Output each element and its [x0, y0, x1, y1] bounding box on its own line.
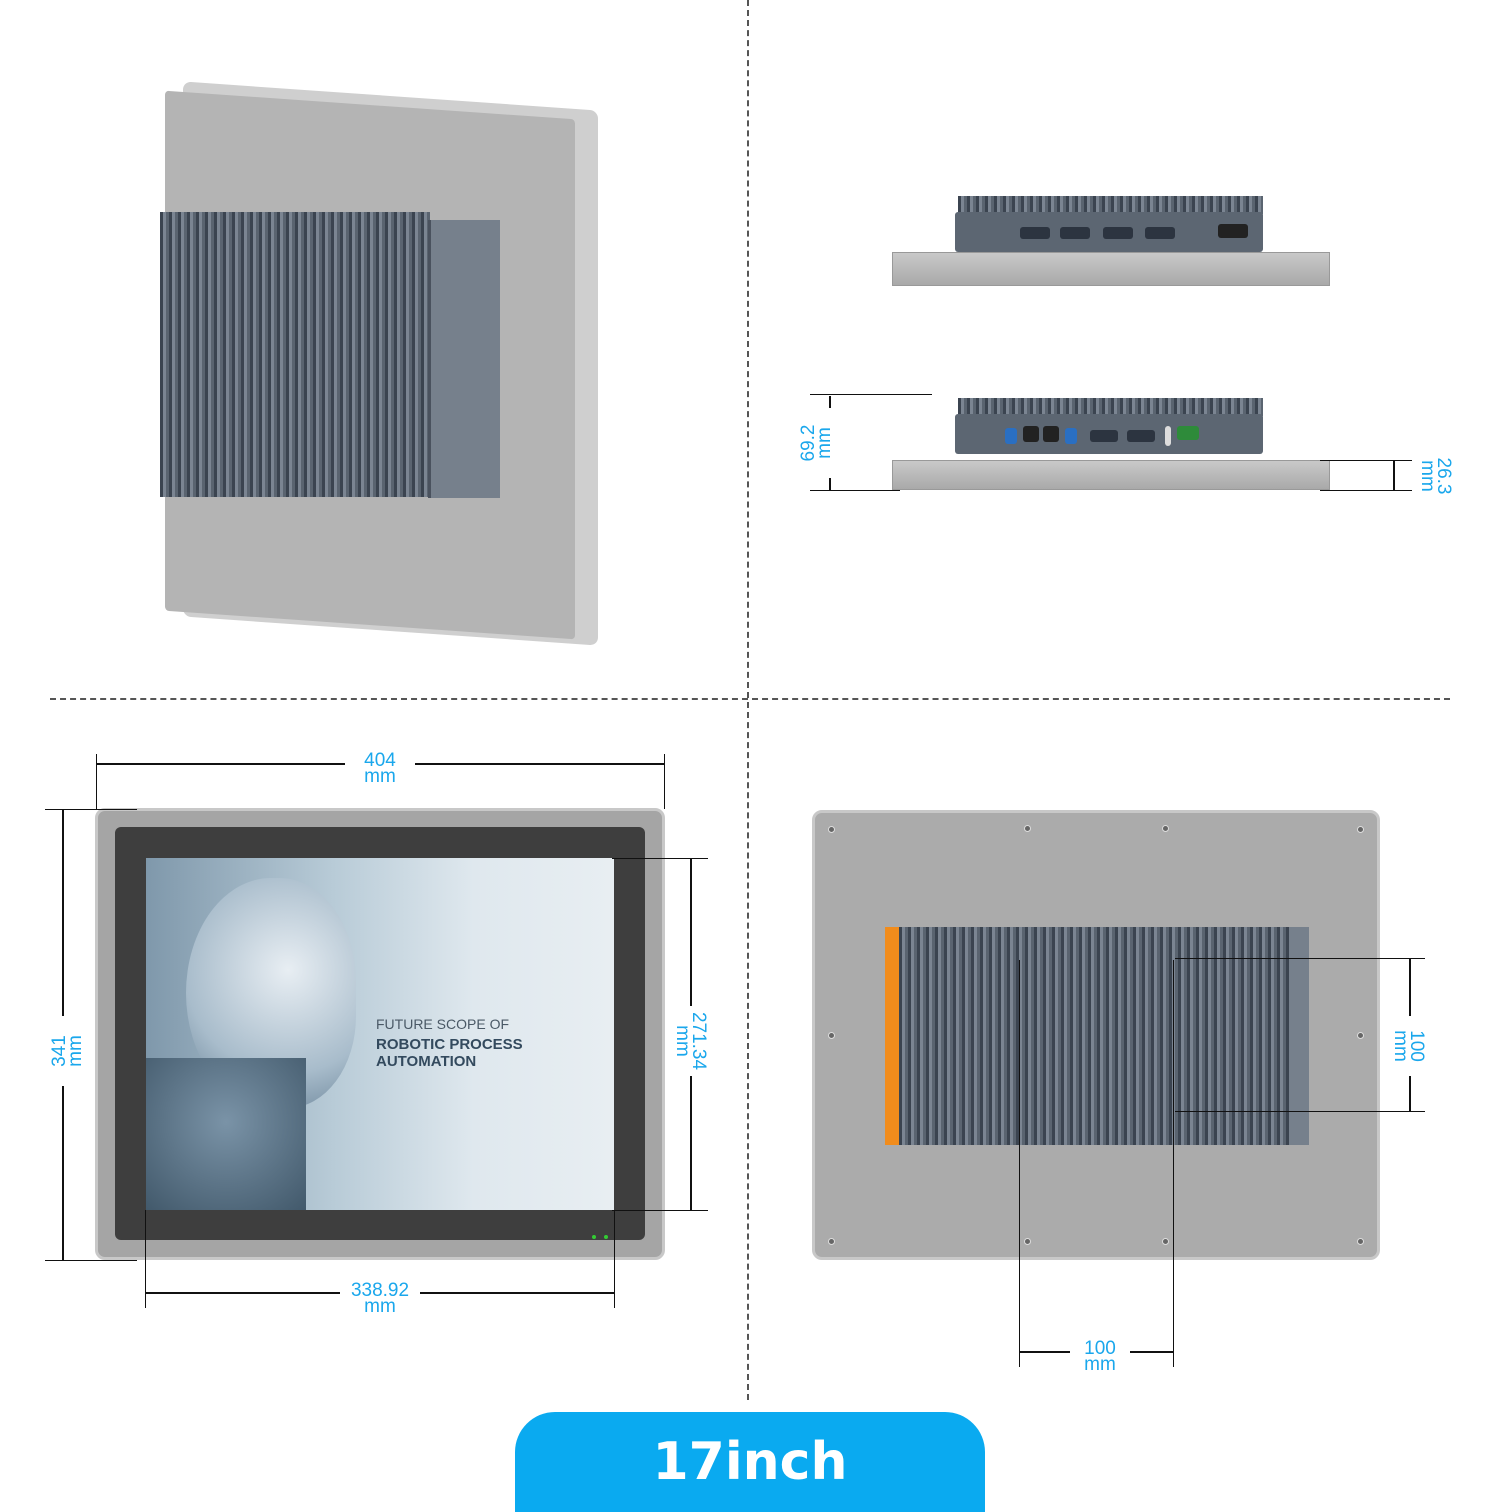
robot-body-image [146, 1058, 306, 1210]
dim-unit: mm [1390, 1030, 1411, 1062]
display-screen: FUTURE SCOPE OF ROBOTIC PROCESS AUTOMATI… [146, 858, 614, 1210]
dim-unit: mm [364, 1296, 396, 1317]
extension-line [614, 1210, 615, 1308]
heatsink-side [1289, 927, 1309, 1145]
heatsink-side [428, 220, 500, 498]
rear-heatsink [899, 927, 1289, 1145]
extension-line [1173, 960, 1174, 1367]
heatsink [160, 212, 430, 497]
extension-line [1019, 960, 1020, 1367]
dim-value: 404 [364, 750, 396, 771]
extension-line [145, 1210, 146, 1308]
io-panel-bottom [955, 414, 1263, 454]
size-banner: 17inch [515, 1412, 985, 1512]
vertical-divider [747, 0, 749, 1400]
extension-line [1175, 958, 1425, 959]
extension-line [45, 809, 137, 810]
power-led-icon [592, 1235, 596, 1239]
dim-unit: mm [814, 427, 835, 459]
extension-line [1175, 1111, 1425, 1112]
io-panel-top [955, 212, 1263, 252]
dim-unit: mm [1084, 1354, 1116, 1375]
extension-line [810, 490, 900, 491]
extension-line [45, 1260, 137, 1261]
dim-unit: mm [364, 766, 396, 787]
horizontal-divider [50, 698, 1450, 700]
extension-line [612, 1210, 708, 1211]
dim-unit: mm [1417, 460, 1438, 492]
screen-headline-1: FUTURE SCOPE OF [376, 1016, 510, 1032]
orange-accent-strip [885, 927, 899, 1145]
status-led-icon [604, 1235, 608, 1239]
extension-line [1320, 460, 1412, 461]
panel-edge-top [892, 252, 1330, 286]
heatsink-fins-top [958, 196, 1263, 214]
heatsink-fins-bottom [958, 398, 1263, 416]
extension-line [96, 754, 97, 809]
dim-value: 338.92 [350, 1280, 410, 1301]
extension-line [1320, 490, 1412, 491]
extension-line [810, 394, 932, 395]
panel-depth-arrow [1393, 461, 1395, 490]
extension-line [664, 754, 665, 809]
panel-edge-bottom [892, 460, 1330, 490]
dim-unit: mm [65, 1035, 86, 1067]
extension-line [612, 858, 708, 859]
dim-value: 100 [1084, 1338, 1116, 1359]
screen-headline-2: ROBOTIC PROCESS AUTOMATION [376, 1036, 523, 1070]
